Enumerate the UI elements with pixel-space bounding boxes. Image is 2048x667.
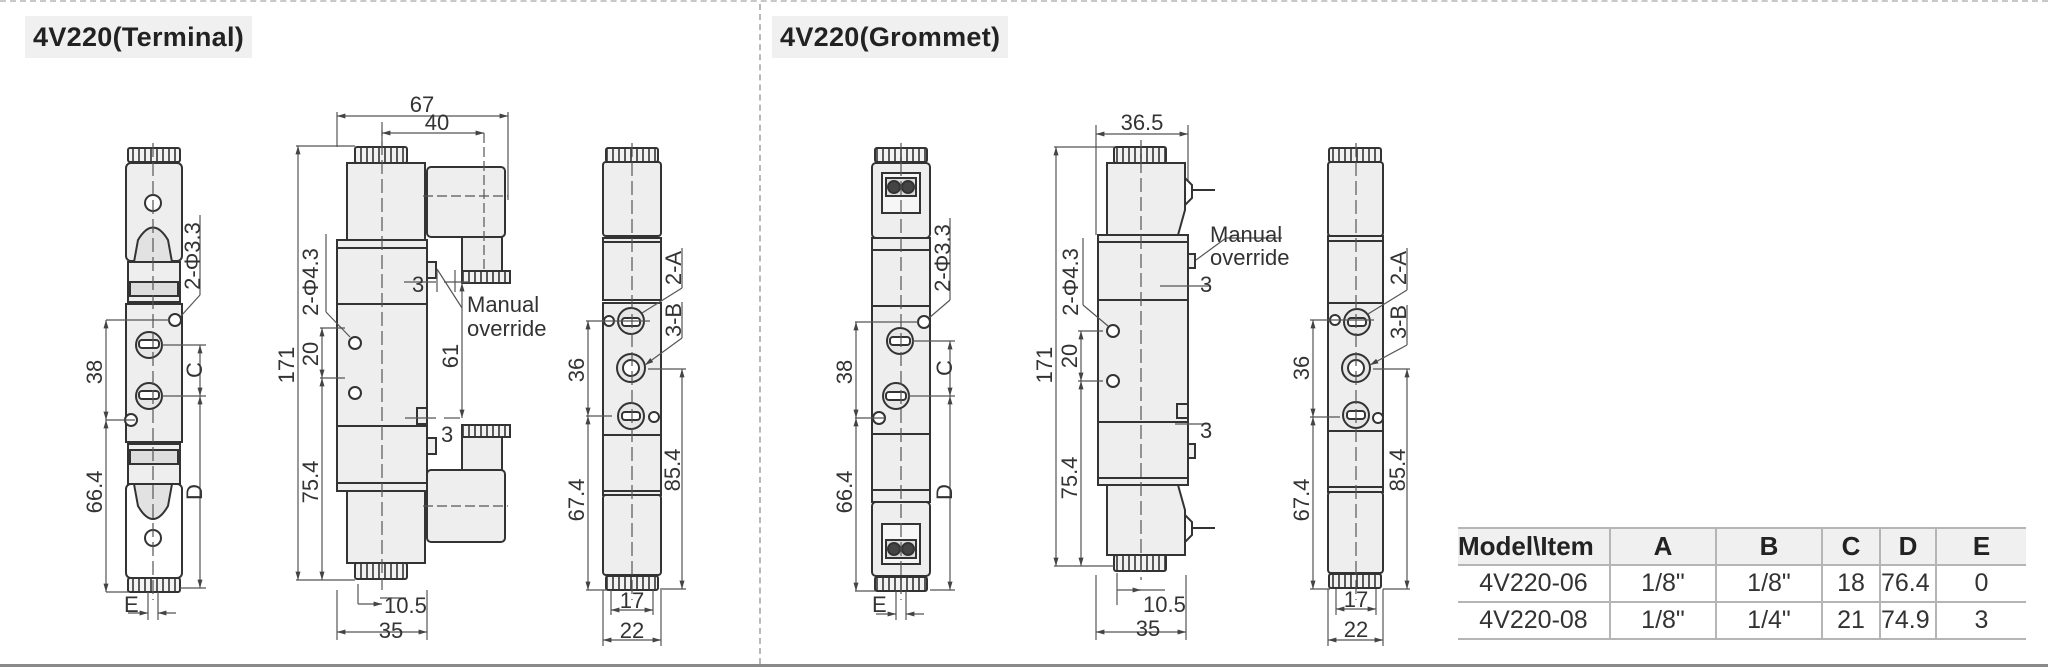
dim-36: 36 (1289, 356, 1314, 380)
dim-38: 38 (832, 360, 857, 384)
dim-67: 67 (410, 92, 434, 117)
dim-E: E (872, 592, 887, 617)
header-C: C (1821, 527, 1881, 566)
header-D: D (1879, 527, 1937, 566)
section-title-terminal: 4V220(Terminal) (25, 16, 253, 58)
dim-3-top: 3 (412, 272, 424, 297)
section-divider (759, 4, 761, 664)
cell-D: 74.9 (1879, 601, 1937, 640)
dim-40: 40 (425, 110, 449, 135)
terminal-side-dimensions (295, 112, 509, 640)
terminal-rear-dimensions (585, 143, 686, 646)
dim-3-bottom: 3 (441, 422, 453, 447)
dim-22: 22 (1344, 617, 1368, 642)
dim-171: 171 (274, 347, 299, 384)
spec-table: Model\Item A B C D E 4V220-06 1/8" 1/8" … (1458, 527, 2026, 640)
cell-C: 18 (1821, 564, 1881, 603)
dim-D: D (182, 484, 207, 500)
table-row: 4V220-06 1/8" 1/8" 18 76.4 0 (1458, 564, 2026, 603)
dim-66-4: 66.4 (82, 471, 107, 514)
header-A: A (1609, 527, 1717, 566)
cell-model: 4V220-06 (1458, 564, 1611, 603)
dim-20: 20 (298, 342, 323, 366)
dim-75-4: 75.4 (298, 461, 323, 504)
port-label-3B: 3-B (1386, 305, 1411, 339)
terminal-front-dimensions (103, 143, 206, 620)
port-label-2A: 2-A (1386, 251, 1411, 286)
dim-C: C (182, 362, 207, 378)
manual-override-label-1: Manual (467, 292, 539, 317)
dim-75-4: 75.4 (1057, 457, 1082, 500)
dim-85-4: 85.4 (1385, 449, 1410, 492)
header-model-item: Model\Item (1458, 527, 1611, 566)
table-header-row: Model\Item A B C D E (1458, 527, 2026, 566)
grommet-side-dimensions (1053, 125, 1282, 640)
dim-E: E (124, 592, 139, 617)
dim-66-4: 66.4 (832, 471, 857, 514)
dim-61: 61 (438, 344, 463, 368)
cell-model: 4V220-08 (1458, 601, 1611, 640)
dim-22: 22 (620, 618, 644, 643)
hole-label-phi4-3: 2-Φ4.3 (298, 248, 323, 316)
cell-E: 3 (1935, 601, 2026, 640)
cell-C: 21 (1821, 601, 1881, 640)
header-E: E (1935, 527, 2026, 566)
dim-67-4: 67.4 (1289, 479, 1314, 522)
dim-3-bottom: 3 (1200, 418, 1212, 443)
cell-B: 1/4" (1715, 601, 1823, 640)
dim-36-5: 36.5 (1121, 110, 1164, 135)
dim-36: 36 (564, 358, 589, 382)
dim-20: 20 (1057, 344, 1082, 368)
top-border (0, 0, 2048, 2)
dim-10-5: 10.5 (1143, 592, 1186, 617)
hole-label-phi4-3: 2-Φ4.3 (1058, 248, 1083, 316)
cell-A: 1/8" (1609, 601, 1717, 640)
dim-D: D (932, 484, 957, 500)
hole-label-phi3-3: 2-Φ3.3 (180, 222, 205, 290)
dim-17: 17 (620, 588, 644, 613)
dim-10-5: 10.5 (384, 593, 427, 618)
header-B: B (1715, 527, 1823, 566)
dim-67-4: 67.4 (564, 479, 589, 522)
terminal-front-view (124, 147, 183, 593)
cell-D: 76.4 (1879, 564, 1937, 603)
dim-85-4: 85.4 (660, 449, 685, 492)
hole-label-phi3-3: 2-Φ3.3 (930, 224, 955, 292)
port-label-3B: 3-B (661, 303, 686, 337)
grommet-rear-dimensions (1310, 143, 1410, 646)
dim-17: 17 (1344, 587, 1368, 612)
dim-35: 35 (1136, 616, 1160, 641)
manual-override-label-1: Manual (1210, 222, 1282, 247)
dim-C: C (932, 360, 957, 376)
dim-38: 38 (82, 360, 107, 384)
table-row: 4V220-08 1/8" 1/4" 21 74.9 3 (1458, 601, 2026, 640)
dim-171: 171 (1032, 347, 1057, 384)
section-title-grommet: 4V220(Grommet) (772, 16, 1009, 58)
dim-35: 35 (379, 618, 403, 643)
grommet-side-view (1097, 146, 1215, 572)
manual-override-label-2: override (467, 316, 546, 341)
dim-3-top: 3 (1200, 272, 1212, 297)
manual-override-label-2: override (1210, 245, 1289, 270)
port-label-2A: 2-A (661, 251, 686, 286)
bottom-border (0, 664, 2048, 667)
grommet-front-dimensions (853, 143, 955, 620)
cell-B: 1/8" (1715, 564, 1823, 603)
cell-E: 0 (1935, 564, 2026, 603)
cell-A: 1/8" (1609, 564, 1717, 603)
